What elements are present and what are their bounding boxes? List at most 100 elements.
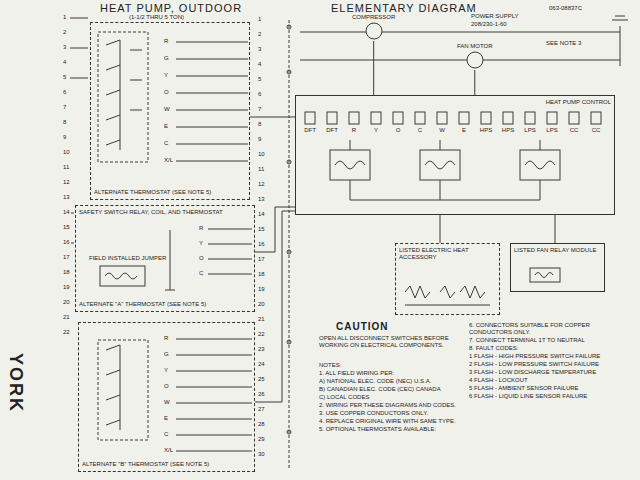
thermostat-terminal: O <box>163 89 170 96</box>
compressor-motor: COMPRESSOR <box>350 13 397 41</box>
wire-number: 8 <box>62 119 67 126</box>
thermostat-terminal: C <box>163 431 169 438</box>
wiring-rect <box>327 112 337 124</box>
terminal-number: 23 <box>257 346 266 353</box>
wiring-path <box>350 140 540 200</box>
wiring-rect <box>349 112 359 124</box>
supply-label: POWER SUPPLY <box>470 13 520 20</box>
wiring-circle <box>287 250 291 254</box>
brand-mark: YORK <box>6 352 26 414</box>
wiring-rect <box>98 32 148 162</box>
wire-number: 16 <box>62 239 71 246</box>
terminal-number: 2 <box>257 31 262 38</box>
thermostat-terminal: R <box>163 335 169 342</box>
note-line: 4. REPLACE ORIGINAL WIRE WITH SAME TYPE. <box>318 418 458 425</box>
thermostat-terminal: X/L <box>163 447 174 454</box>
thermostat-terminal: W <box>163 106 171 113</box>
wire-number: 17 <box>62 254 71 261</box>
wiring-path <box>300 16 628 66</box>
wiring-rect <box>481 112 491 124</box>
wire-number: 11 <box>62 164 70 171</box>
terminal-number: 29 <box>257 436 266 443</box>
wire-number: 10 <box>62 149 71 156</box>
motor-symbol <box>365 22 383 40</box>
note-line: 2. WIRING PER THESE DIAGRAMS AND CODES. <box>318 402 458 409</box>
terminal-name: HPS <box>501 127 515 134</box>
terminal-number: 17 <box>257 256 266 263</box>
thermostat-terminal: W <box>163 399 171 406</box>
control-board: HEAT PUMP CONTROL <box>295 95 615 215</box>
wiring-g <box>70 16 628 470</box>
terminal-name: W <box>438 127 446 134</box>
caution-heading: CAUTION <box>335 321 390 333</box>
wiring-circle <box>287 340 291 344</box>
wire-connector <box>555 215 556 243</box>
supply-rating: 208/230-1-60 <box>470 21 508 28</box>
terminal-number: 21 <box>257 316 266 323</box>
note-line: 5. OPTIONAL THERMOSTATS AVAILABLE: <box>318 426 458 433</box>
thermostat-terminal: E <box>163 415 169 422</box>
thermostat-terminal: Y <box>163 72 169 79</box>
terminal-number: 25 <box>257 376 266 383</box>
wire-number: 12 <box>62 179 71 186</box>
wire-number: 9 <box>62 134 67 141</box>
terminal-name: CC <box>591 127 602 134</box>
node-text: ALTERNATE "B" THERMOSTAT (SEE NOTE 5) <box>82 461 251 468</box>
terminal-number: 3 <box>257 46 262 53</box>
terminal-number: 27 <box>257 406 266 413</box>
thermostat-terminal: C <box>163 140 169 147</box>
safety-switch-box: SAFETY SWITCH RELAY, COIL, AND THERMOSTA… <box>75 205 255 312</box>
wiring-path <box>289 20 290 470</box>
wiring-path <box>176 339 252 451</box>
terminal-name: C <box>417 127 423 134</box>
terminal-number: 1 <box>257 16 262 23</box>
wiring-rect <box>591 112 601 124</box>
terminal-number: 4 <box>257 61 262 68</box>
wiring-path <box>535 273 553 278</box>
wiring-path <box>405 305 490 306</box>
terminal-number: 16 <box>257 241 266 248</box>
wiring-rect <box>98 340 148 440</box>
note-line: B) CANADIAN ELEC. CODE (CEC) CANADA <box>318 386 458 393</box>
terminal-number: 12 <box>257 181 266 188</box>
note-line: 8. FAULT CODES: <box>468 345 633 352</box>
note-line: 1 FLASH - HIGH PRESSURE SWITCH FAILURE <box>468 353 633 360</box>
node-text: ALTERNATE THERMOSTAT (SEE NOTE 5) <box>94 189 246 196</box>
thermostat-terminal: X/L <box>163 157 174 164</box>
note-line: 7. CONNECT TERMINAL 1T TO NEUTRAL <box>468 337 633 344</box>
safety-terminal: C <box>198 270 204 277</box>
note-line: A) NATIONAL ELEC. CODE (NEC) U.S.A. <box>318 378 458 385</box>
thermostat-terminal: O <box>163 383 170 390</box>
wire-number: 2 <box>62 29 67 36</box>
wiring-rect <box>420 150 460 180</box>
wire-connector <box>474 70 475 95</box>
note-line: 4 FLASH - LOCKOUT <box>468 377 633 384</box>
safety-terminal: O <box>198 255 205 262</box>
motor-circle <box>366 23 382 39</box>
note-line: 6 FLASH - LIQUID LINE SENSOR FAILURE <box>468 393 633 400</box>
terminal-number: 18 <box>257 271 266 278</box>
wiring-rect <box>371 112 381 124</box>
caution-text: OPEN ALL DISCONNECT SWITCHES BEFORE WORK… <box>318 335 465 349</box>
node-text: LISTED ELECTRIC HEAT ACCESSORY <box>399 247 496 261</box>
wire-connector <box>255 211 295 402</box>
notes-column: NOTES:1. ALL FIELD WIRING PER:A) NATIONA… <box>318 362 458 434</box>
terminal-number: 15 <box>257 226 266 233</box>
terminal-number: 19 <box>257 286 266 293</box>
terminal-name: Y <box>373 127 379 134</box>
wire-number: 5 <box>62 74 67 81</box>
node-text: FAN MOTOR <box>457 43 493 50</box>
wiring-rect <box>330 150 370 180</box>
note-line: 2 FLASH - LOW PRESSURE SWITCH FAILURE <box>468 361 633 368</box>
capacity-range: (1-1/2 THRU 5 TON) <box>128 14 185 21</box>
terminal-name: CC <box>569 127 580 134</box>
note-line: NOTES: <box>318 362 458 369</box>
wire-number: 6 <box>62 89 67 96</box>
wiring-path <box>176 42 248 161</box>
wiring-rect <box>525 112 535 124</box>
thermostat-terminal: G <box>163 55 170 62</box>
terminal-name: E <box>461 127 467 134</box>
terminal-number: 5 <box>257 76 262 83</box>
terminal-number: 28 <box>257 421 266 428</box>
wire-connector <box>373 41 374 95</box>
